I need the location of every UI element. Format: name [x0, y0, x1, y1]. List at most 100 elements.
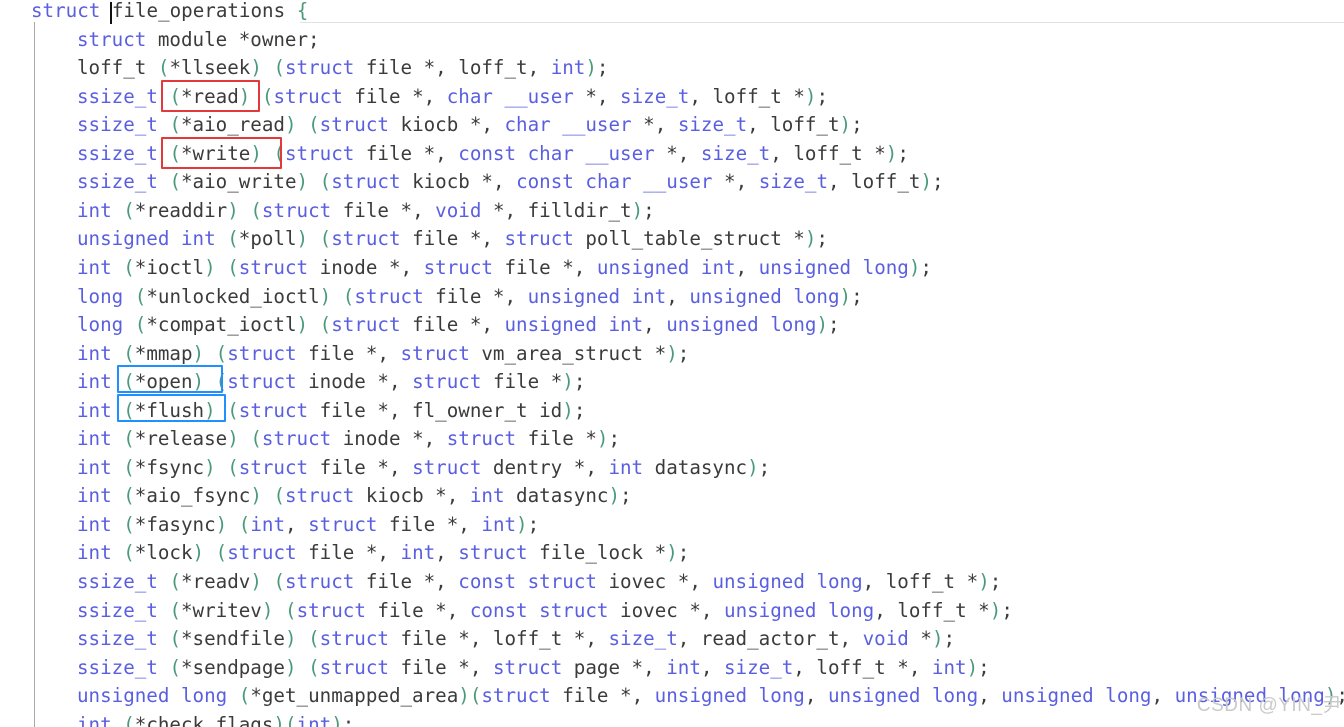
code-keyword: __user: [504, 84, 574, 108]
code-keyword: struct: [238, 398, 309, 422]
code-punctuation: ): [666, 541, 678, 565]
code-keyword: struct: [446, 427, 517, 451]
code-text: *,: [654, 141, 701, 165]
code-keyword: ssize_t: [77, 655, 158, 679]
code-punctuation: ): [908, 255, 921, 279]
code-text: datasync: [504, 484, 609, 508]
code-punctuation: (: [273, 141, 285, 165]
code-punctuation: ): [204, 255, 216, 279]
code-text: *flush: [134, 398, 205, 422]
code-punctuation: (: [227, 455, 239, 479]
code-punctuation: ): [978, 570, 990, 593]
code-keyword: long: [1105, 684, 1152, 708]
code-keyword: char: [527, 141, 574, 165]
code-keyword: int: [608, 455, 644, 479]
code-text: ;: [816, 84, 829, 108]
code-keyword: unsigned: [1001, 684, 1094, 708]
code-text: [297, 113, 309, 136]
code-punctuation: (: [134, 313, 147, 337]
code-punctuation: (: [134, 284, 147, 308]
code-punctuation: ): [227, 427, 239, 451]
code-keyword: long: [931, 684, 979, 708]
code-punctuation: ): [631, 198, 644, 222]
code-punctuation: ): [296, 170, 309, 194]
code-keyword: long: [77, 284, 124, 308]
code-punctuation: (: [169, 84, 181, 108]
code-keyword: void: [435, 198, 482, 222]
code-text: file *,: [296, 341, 401, 365]
code-text: [112, 199, 124, 222]
code-text: [297, 656, 309, 679]
code-keyword: ssize_t: [77, 627, 158, 651]
code-keyword: struct: [285, 570, 355, 593]
code-keyword: ssize_t: [77, 570, 158, 593]
code-punctuation: ): [273, 712, 285, 727]
code-text: *open: [134, 370, 193, 394]
code-punctuation: ): [319, 284, 332, 308]
highlight-flush: [117, 394, 226, 422]
code-text: [112, 541, 124, 564]
code-keyword: int: [77, 484, 112, 508]
code-keyword: unsigned: [827, 684, 921, 708]
code-text: ;: [573, 370, 586, 394]
code-keyword: __user: [585, 141, 655, 165]
code-keyword: int: [931, 655, 967, 679]
code-keyword: struct: [319, 627, 389, 651]
code-punctuation: ): [804, 84, 817, 108]
code-text: file *,: [365, 598, 470, 622]
code-text: *poll: [238, 227, 297, 251]
code-text: *fasync: [134, 512, 216, 536]
code-text: *write: [181, 141, 251, 165]
code-text: inode *,: [308, 255, 424, 279]
code-text: *aio_fsync: [134, 484, 251, 508]
code-line: int (*readdir) (struct file *, void *, f…: [77, 198, 655, 229]
code-line: int (*flush) (struct file *, fl_owner_t …: [77, 398, 586, 429]
code-line: long (*compat_ioctl) (struct file *, uns…: [77, 314, 840, 343]
code-text: *, filldir_t: [481, 198, 632, 222]
code-text: *get_unmapped_area: [250, 684, 459, 708]
code-line: loff_t (*llseek) (struct file *, loff_t,…: [77, 57, 608, 86]
code-punctuation: ): [585, 56, 597, 80]
code-keyword: const: [458, 141, 517, 165]
code-keyword: struct: [238, 455, 309, 479]
code-keyword: size_t: [700, 141, 771, 165]
code-text: *aio_write: [181, 170, 297, 194]
code-text: ;: [758, 455, 771, 479]
code-keyword: struct: [481, 684, 551, 708]
code-punctuation: (: [169, 598, 181, 622]
watermark: CSDN @YIN_尹: [1196, 695, 1342, 716]
code-punctuation: (: [319, 313, 332, 337]
code-text: [112, 427, 124, 450]
code-punctuation: (: [215, 341, 228, 365]
code-text: ;: [677, 341, 690, 365]
code-keyword: int: [77, 255, 112, 279]
code-text: [308, 227, 320, 250]
code-keyword: struct: [423, 255, 493, 279]
code-punctuation: (: [342, 284, 355, 308]
code-text: ,: [978, 684, 1002, 708]
code-text: ;: [573, 398, 586, 422]
code-text: file *,: [354, 570, 459, 593]
code-keyword: ssize_t: [77, 598, 158, 622]
code-text: , loff_t *,: [793, 655, 932, 679]
code-text: [620, 285, 632, 308]
code-text: ,: [804, 684, 828, 708]
code-punctuation: (: [250, 198, 262, 222]
code-text: [262, 56, 274, 79]
code-line: ssize_t (*writev) (struct file *, const …: [77, 598, 1013, 629]
code-punctuation: (: [273, 484, 285, 508]
code-keyword: size_t: [723, 655, 794, 679]
code-text: kiocb *,: [388, 113, 505, 137]
code-keyword: int: [469, 484, 505, 508]
code-punctuation: (: [308, 655, 320, 679]
code-keyword: size_t: [758, 170, 829, 194]
code-punctuation: (: [227, 227, 239, 251]
code-text: [158, 599, 170, 622]
code-line: ssize_t (*sendpage) (struct file *, stru…: [77, 655, 990, 686]
code-keyword: struct: [285, 484, 355, 508]
code-text: ;: [527, 512, 540, 536]
code-text: [597, 313, 609, 336]
code-keyword: int: [77, 198, 112, 222]
code-punctuation: ): [250, 56, 262, 80]
